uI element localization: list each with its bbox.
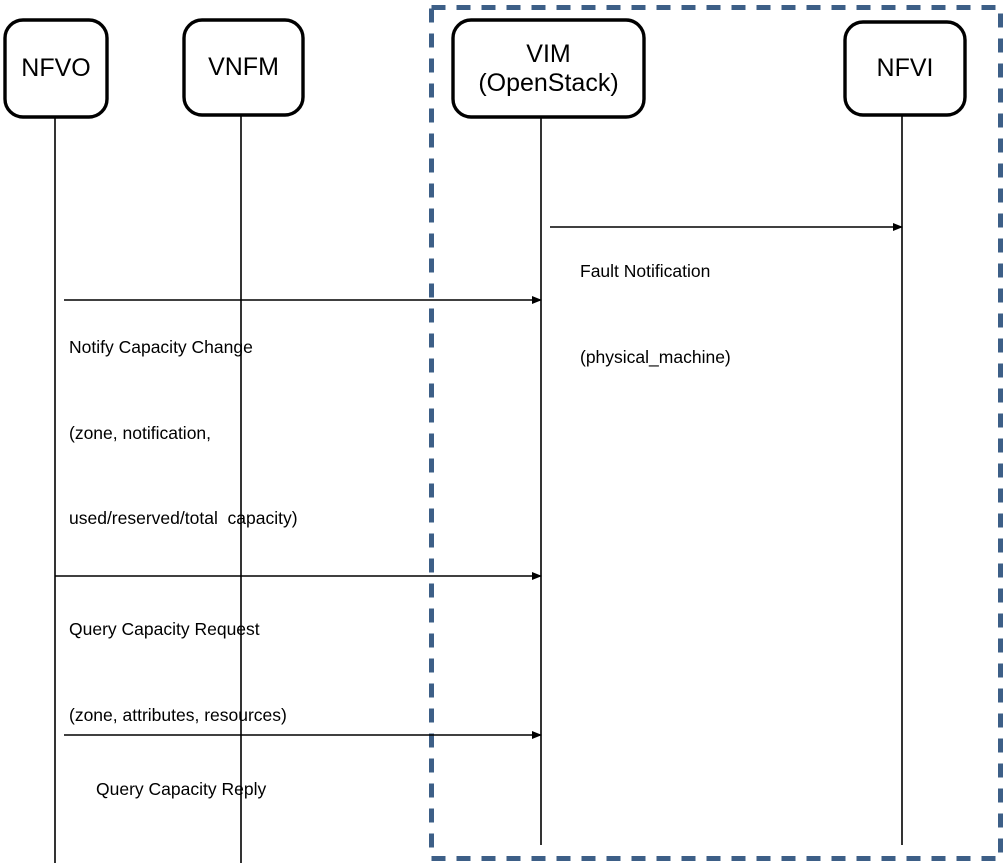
- actor-box-vnfm[interactable]: [182, 18, 305, 117]
- nfvi-vim-boundary-box: [429, 5, 1003, 861]
- actor-box-nfvi[interactable]: [843, 20, 967, 117]
- actor-box-nfvo[interactable]: [3, 18, 109, 119]
- actor-box-vim[interactable]: [451, 18, 646, 119]
